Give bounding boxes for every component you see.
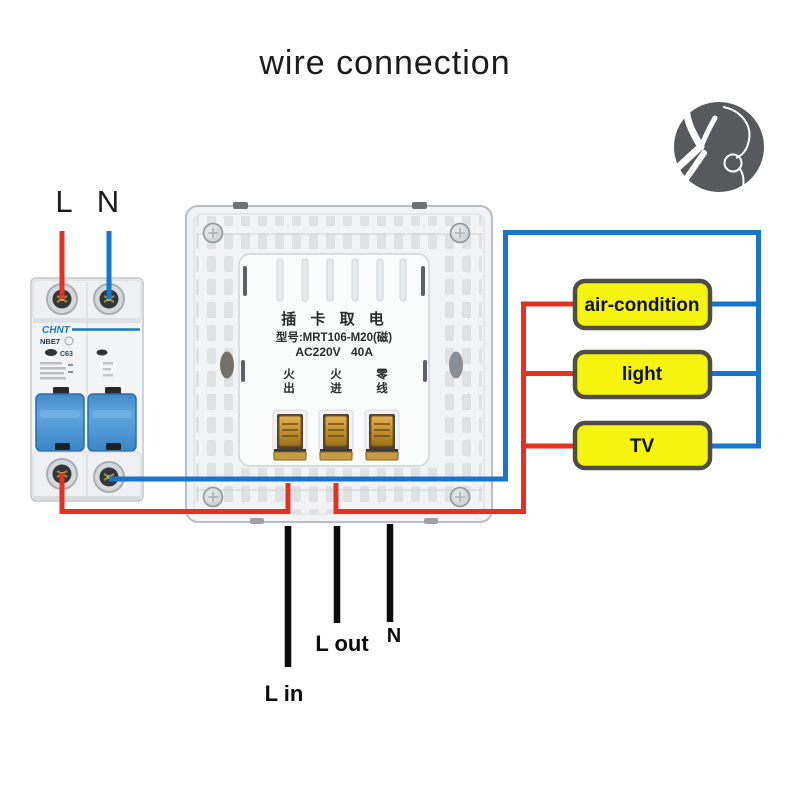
breaker-model: NBE7 [40, 337, 60, 346]
plate-lattice-bottom [196, 468, 482, 514]
breaker-toggle-left[interactable] [35, 393, 85, 452]
circuit-breaker: CHNT NBE7 C63 [30, 277, 144, 502]
wire-tail [739, 168, 745, 188]
label-l-in: L in [265, 681, 304, 706]
live-wire-out-run [333, 301, 575, 514]
terminal-label: 火 [330, 368, 342, 381]
module-notch [423, 360, 427, 382]
pliers-handle [669, 145, 702, 176]
load-box-aircondition [572, 278, 713, 331]
plate-clip [250, 518, 264, 524]
toggle-slot [55, 443, 70, 450]
neutral-wire-run [109, 230, 761, 482]
plate-screw [449, 222, 471, 244]
terminal-neutral [364, 409, 400, 461]
terminal-label: 线 [376, 381, 388, 395]
toggle-slot [53, 387, 69, 394]
breaker-bottom-shadow [33, 496, 141, 500]
plate-oval-hole [449, 351, 463, 379]
plate-screw [449, 486, 471, 508]
terminal-live-out [272, 409, 308, 461]
plate-clip [412, 202, 427, 209]
terminal-label: 出 [283, 381, 295, 395]
page-title: wire connection [258, 44, 510, 82]
wall-plate: 插 卡 取 电 型号:MRT106-M20(磁) AC220V 40A 火 出 … [185, 202, 493, 524]
breaker-indicator-window [96, 349, 108, 356]
pliers-handle [683, 150, 707, 182]
module-voltage: AC220V [295, 345, 340, 359]
plate-screw [202, 486, 224, 508]
terminal-labels: 火 出 火 进 零 线 [283, 368, 388, 395]
toggle-highlight [40, 410, 80, 418]
wire-loop [723, 153, 743, 173]
load-label-light: light [622, 364, 663, 385]
pliers-icon [669, 102, 764, 192]
plate-clip [424, 518, 438, 524]
lead-wires [284, 524, 394, 667]
toggle-highlight [92, 410, 132, 418]
plate-lattice-lines [196, 233, 482, 491]
breaker-spec-lines [40, 362, 113, 380]
wire-curl [722, 106, 751, 159]
pliers-jaw [683, 110, 705, 151]
plate-screw [202, 222, 224, 244]
terminal-label: 火 [283, 368, 295, 381]
load-label-tv: TV [630, 436, 655, 457]
terminal-live-in [318, 409, 354, 461]
card-power-module: 插 卡 取 电 型号:MRT106-M20(磁) AC220V 40A 火 出 … [238, 253, 430, 467]
toggle-slot [105, 387, 121, 394]
live-wire-in-run [59, 473, 291, 514]
load-boxes: air-condition light TV [572, 278, 713, 471]
wires [59, 230, 761, 514]
label-neutral-top: N [97, 184, 119, 219]
label-l-out: L out [315, 631, 369, 656]
icon-circle [674, 102, 764, 192]
breaker-step [33, 318, 141, 323]
breaker-rating: C63 [60, 351, 73, 358]
terminal-label: 进 [330, 381, 342, 395]
breaker-indicator-window [45, 349, 57, 356]
label-live-top: L [55, 184, 72, 219]
plate-clip [233, 202, 248, 209]
load-label-aircondition: air-condition [584, 295, 699, 316]
module-notch [421, 266, 425, 296]
pliers-jaw [698, 115, 718, 150]
module-current: 40A [351, 345, 373, 359]
toggle-slot [106, 443, 121, 450]
module-notch [241, 360, 245, 382]
module-title: 插 卡 取 电 [281, 310, 389, 328]
breaker-toggle-right[interactable] [87, 393, 137, 452]
label-n-bottom: N [387, 625, 401, 647]
module-vents [276, 258, 407, 302]
load-box-light [572, 349, 713, 400]
load-box-tv [572, 420, 713, 471]
module-notch [243, 266, 247, 296]
breaker-brand: CHNT [42, 325, 71, 336]
plate-oval-hole [220, 351, 234, 379]
terminal-label: 零 [375, 368, 388, 381]
module-model: 型号:MRT106-M20(磁) [276, 330, 392, 344]
certification-mark-icon [64, 336, 74, 346]
